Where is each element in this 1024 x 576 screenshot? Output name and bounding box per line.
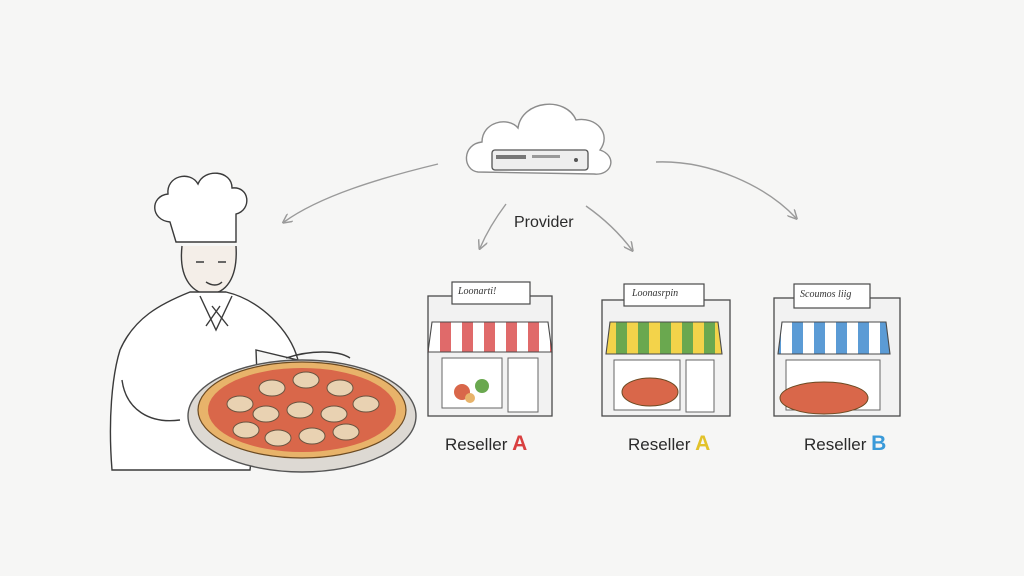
sign-text-reseller-a1: Loonarti! [458, 286, 497, 297]
reseller-name: Reseller [628, 435, 691, 454]
sign-text-reseller-b: Scoumos liig [800, 289, 852, 300]
pizza-illustration [187, 359, 417, 473]
provider-label: Provider [514, 214, 574, 231]
server-icon [491, 149, 589, 171]
reseller-label-a1: Reseller A [445, 432, 527, 456]
reseller-label-b: Reseller B [804, 432, 886, 456]
reseller-letter: B [871, 432, 887, 455]
sign-text-reseller-a2: Loonasrpin [632, 288, 679, 299]
reseller-label-a2: Reseller A [628, 432, 710, 456]
storefront-reseller-a1 [427, 281, 553, 417]
arrow-to-reseller-b [655, 161, 796, 218]
storefront-reseller-a2 [601, 283, 731, 417]
arrow-to-chef [284, 163, 439, 222]
storefront-reseller-b [773, 283, 901, 417]
reseller-letter: A [512, 432, 528, 455]
arrow-to-reseller-a2 [585, 205, 632, 250]
arrow-to-reseller-a1 [480, 203, 507, 248]
reseller-letter: A [695, 432, 711, 455]
reseller-name: Reseller [804, 435, 867, 454]
reseller-name: Reseller [445, 435, 508, 454]
